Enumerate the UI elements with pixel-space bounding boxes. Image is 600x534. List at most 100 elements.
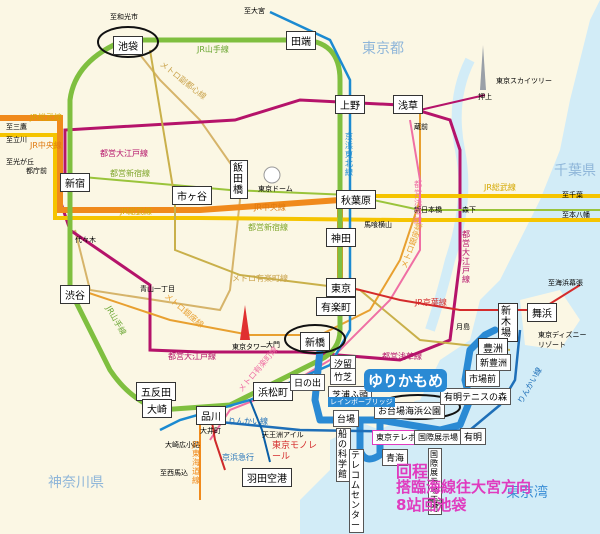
label-osakihirokoji: 大崎広小路: [165, 441, 200, 449]
label-nishimagome: 至西馬込: [160, 469, 188, 477]
label-yurikamome: ゆりかもめ: [364, 369, 448, 392]
label-toei-asakusa: 都営浅草線: [414, 180, 422, 225]
annotation-line3: 8站回池袋: [396, 496, 467, 514]
station-yurakucho[interactable]: 有楽町: [316, 297, 356, 316]
station-shijomae[interactable]: 市場前: [465, 370, 501, 387]
label-shikaihinmakuhari: 至海浜幕張: [548, 279, 583, 287]
station-shinjuku[interactable]: 新宿: [60, 173, 90, 192]
station-ueno[interactable]: 上野: [335, 95, 365, 114]
highlight-shimbashi: [284, 324, 346, 354]
metro-ginza-line: [79, 110, 421, 336]
label-tsukishima: 月島: [456, 323, 470, 331]
station-tabata[interactable]: 田端: [286, 31, 316, 50]
station-hamamatsucho[interactable]: 浜松町: [253, 382, 293, 401]
label-monorail: 東京モノレール: [272, 441, 318, 462]
label-toei-oedo-left: 都営大江戸線: [100, 149, 148, 158]
region-tokyo: 東京都: [362, 41, 404, 57]
label-toei-oedo-east: 都営大江戸線: [462, 230, 470, 284]
label-oshiage: 押上: [478, 93, 492, 101]
label-monzen: 門前: [428, 499, 442, 507]
station-osaki[interactable]: 大崎: [142, 399, 172, 418]
metro-yurakucho-line: [149, 49, 511, 351]
station-kanda[interactable]: 神田: [326, 228, 356, 247]
station-takeshiba[interactable]: 竹芝: [330, 368, 357, 385]
label-kuramae: 蔵前: [414, 123, 428, 131]
label-morishita: 森下: [462, 206, 476, 214]
station-kokusai-seimon[interactable]: 国際展示場正門: [428, 448, 442, 515]
label-keihin-tohoku: 京浜東北線: [345, 132, 353, 177]
station-ariake-tennis[interactable]: 有明テニスの森: [440, 388, 512, 405]
monorail-line: [249, 399, 271, 463]
toei-oedo-line: [53, 98, 462, 362]
label-shiomiya: 至大宮: [244, 7, 265, 15]
jr-keiyo-line: [339, 284, 581, 311]
label-jr-chuo-west: JR中央線: [30, 141, 62, 150]
station-shinagawa[interactable]: 品川: [196, 406, 226, 425]
tokyo-bay-sea: [300, 0, 600, 534]
label-jr-sobu-mid: JR総武線: [120, 207, 152, 216]
label-daimon: 大門: [266, 341, 280, 349]
station-telecom[interactable]: テレコムセンター: [349, 449, 364, 533]
station-haneda[interactable]: 羽田空港: [242, 468, 292, 487]
skytree-icon: [480, 45, 486, 90]
station-aomi[interactable]: 青海: [382, 449, 409, 466]
label-jr-sobu-east: JR総武線: [484, 183, 516, 192]
label-toei-shinjuku: 都営新宿線: [110, 169, 150, 178]
label-skytree: 東京スカイツリー: [496, 77, 552, 85]
station-funenokagaku[interactable]: 船の科学館: [336, 428, 351, 482]
label-shiwakomatsu: 至和光市: [110, 13, 138, 21]
tokyo-tower-icon: [240, 305, 250, 340]
label-oimachi: 大井町: [200, 427, 221, 435]
station-maihama[interactable]: 舞浜: [527, 303, 557, 322]
label-tokyo-tower: 東京タワー: [232, 343, 267, 351]
label-jr-keiyo: JR京葉線: [415, 298, 447, 307]
station-akihabara[interactable]: 秋葉原: [336, 190, 376, 209]
label-shimotohachi: 至本八幡: [562, 211, 590, 219]
annotation-line1: 回程: [396, 462, 429, 481]
label-bakurocho: 馬喰横山: [364, 221, 392, 229]
station-ichigaya[interactable]: 市ヶ谷: [172, 186, 212, 205]
region-chiba: 千葉県: [554, 163, 596, 179]
label-jr-yamanote-top: JR山手線: [197, 45, 229, 54]
label-shinnihonbashi: 新日本橋: [414, 206, 442, 214]
label-jr-chuo-mid: JR中央線: [254, 203, 286, 212]
label-rinkai-west: りんかい線: [228, 417, 268, 426]
label-tennozu: 天王洲アイル: [262, 431, 304, 439]
station-shintoyosu[interactable]: 新豊洲: [476, 354, 512, 371]
label-shimitaka: 至三鷹: [6, 123, 27, 131]
label-metro-yurakucho: メトロ有楽町線: [232, 274, 288, 283]
station-daiba[interactable]: 台場: [333, 410, 360, 427]
label-rainbow-bridge: レインボーブリッジ: [328, 397, 395, 407]
station-ikebukuro[interactable]: 池袋: [113, 36, 143, 55]
label-shitachikawa: 至立川: [6, 136, 27, 144]
label-toei-shinjuku-mid: 都営新宿線: [248, 223, 288, 232]
station-iidabashi[interactable]: 飯田橋: [230, 160, 248, 199]
label-toei-asakusa-south: 都営浅草線: [382, 352, 422, 361]
label-keikyu: 京浜急行: [222, 453, 254, 462]
annotation-line2: 搭臨海線往大宮方向: [396, 478, 532, 496]
yurikamome-line: [311, 326, 499, 434]
region-tokyo-bay: 東京湾: [506, 485, 548, 501]
metro-fukutoshin-line: [74, 41, 242, 312]
region-kanagawa: 神奈川県: [48, 475, 104, 491]
highlight-ikebukuro: [97, 26, 159, 58]
station-tokyo[interactable]: 東京: [326, 278, 356, 297]
station-ariake[interactable]: 有明: [460, 428, 487, 445]
station-hinode[interactable]: 日の出: [290, 374, 326, 391]
station-kokusai-tenjijo[interactable]: 国際展示場: [414, 430, 462, 445]
toei-shinjuku-line: [59, 174, 600, 211]
jr-sobu-line: [0, 133, 600, 222]
label-jr-sobu-west: JR総武線: [30, 113, 62, 122]
station-shinkiba[interactable]: 新木場: [498, 303, 518, 342]
label-shikofu: 至光が丘: [6, 158, 34, 166]
label-aoyama: 青山一丁目: [140, 285, 175, 293]
label-disney: 東京ディズニーリゾート: [538, 331, 587, 349]
station-shimbashi[interactable]: 新橋: [300, 332, 330, 351]
label-shichiba: 至千葉: [562, 191, 583, 199]
toei-asakusa-line: [209, 119, 421, 441]
label-yoyogi: 代々木: [75, 236, 96, 244]
station-asakusa[interactable]: 浅草: [393, 95, 423, 114]
label-tochomae: 都庁前: [26, 167, 47, 175]
station-shibuya[interactable]: 渋谷: [60, 285, 90, 304]
